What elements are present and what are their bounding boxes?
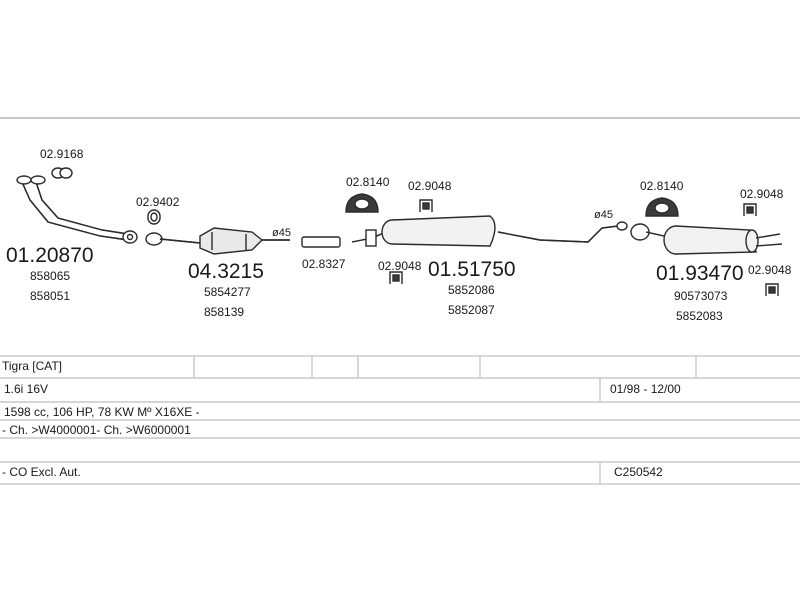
chassis-label: - Ch. >W4000001- Ch. >W6000001 <box>2 423 191 437</box>
middle-silencer-part[interactable] <box>351 215 628 247</box>
note-label: - CO Excl. Aut. <box>2 465 81 479</box>
spec-table-grid <box>0 355 800 485</box>
middle-silencer-part-number: 01.51750 <box>428 258 516 281</box>
downpipe-oe-2: 858051 <box>30 289 70 303</box>
rear-silencer-part[interactable] <box>630 223 783 255</box>
middle-diameter-label: ø45 <box>594 209 613 221</box>
middle-hanger-code: 02.8140 <box>346 175 390 189</box>
connector-code-label: 02.8327 <box>302 257 346 271</box>
rear-oe-1: 90573073 <box>674 289 728 303</box>
rear-silencer-part-number: 01.93470 <box>656 262 744 285</box>
catalyst-part[interactable] <box>145 227 290 255</box>
engine-label: 1.6i 16V <box>4 382 49 396</box>
rubber-mount-02-9048-icon[interactable] <box>419 199 433 212</box>
clamp-code-label: 02.9168 <box>40 147 84 161</box>
rear-hanger-code: 02.8140 <box>640 179 684 193</box>
engine-detail-label: 1598 cc, 106 HP, 78 KW Mº X16XE - <box>4 405 200 419</box>
catalyst-oe-1: 5854277 <box>204 285 251 299</box>
connector-02-8327-icon[interactable] <box>301 236 341 248</box>
middle-oe-1: 5852086 <box>448 283 495 297</box>
downpipe-part-number: 01.20870 <box>6 244 94 267</box>
catalyst-part-number: 04.3215 <box>188 260 264 283</box>
gasket-02-9402-icon[interactable] <box>147 209 161 225</box>
catalyst-oe-2: 858139 <box>204 305 244 319</box>
middle-rubber-code-2: 02.9048 <box>378 259 422 273</box>
middle-rubber-code: 02.9048 <box>408 179 452 193</box>
downpipe-part[interactable] <box>16 175 138 244</box>
rubber-mount-02-9048-rear-lower-icon[interactable] <box>765 283 779 296</box>
rear-rubber-code: 02.9048 <box>740 187 784 201</box>
catalyst-diameter-label: ø45 <box>272 227 291 239</box>
rubber-mount-02-9048-lower-icon[interactable] <box>389 271 403 284</box>
middle-oe-2: 5852087 <box>448 303 495 317</box>
hanger-02-8140-icon[interactable] <box>345 193 379 213</box>
gasket-code-label: 02.9402 <box>136 195 180 209</box>
model-label: Tigra [CAT] <box>2 359 63 373</box>
clamp-02-9168-icon[interactable] <box>51 167 73 179</box>
rear-rubber-code-2: 02.9048 <box>748 263 792 277</box>
rubber-mount-02-9048-rear-icon[interactable] <box>743 203 757 216</box>
reference-code-label: C250542 <box>614 465 663 479</box>
date-range-label: 01/98 - 12/00 <box>610 382 681 396</box>
rear-oe-2: 5852083 <box>676 309 723 323</box>
downpipe-oe-1: 858065 <box>30 269 70 283</box>
hanger-02-8140-rear-icon[interactable] <box>645 197 679 217</box>
